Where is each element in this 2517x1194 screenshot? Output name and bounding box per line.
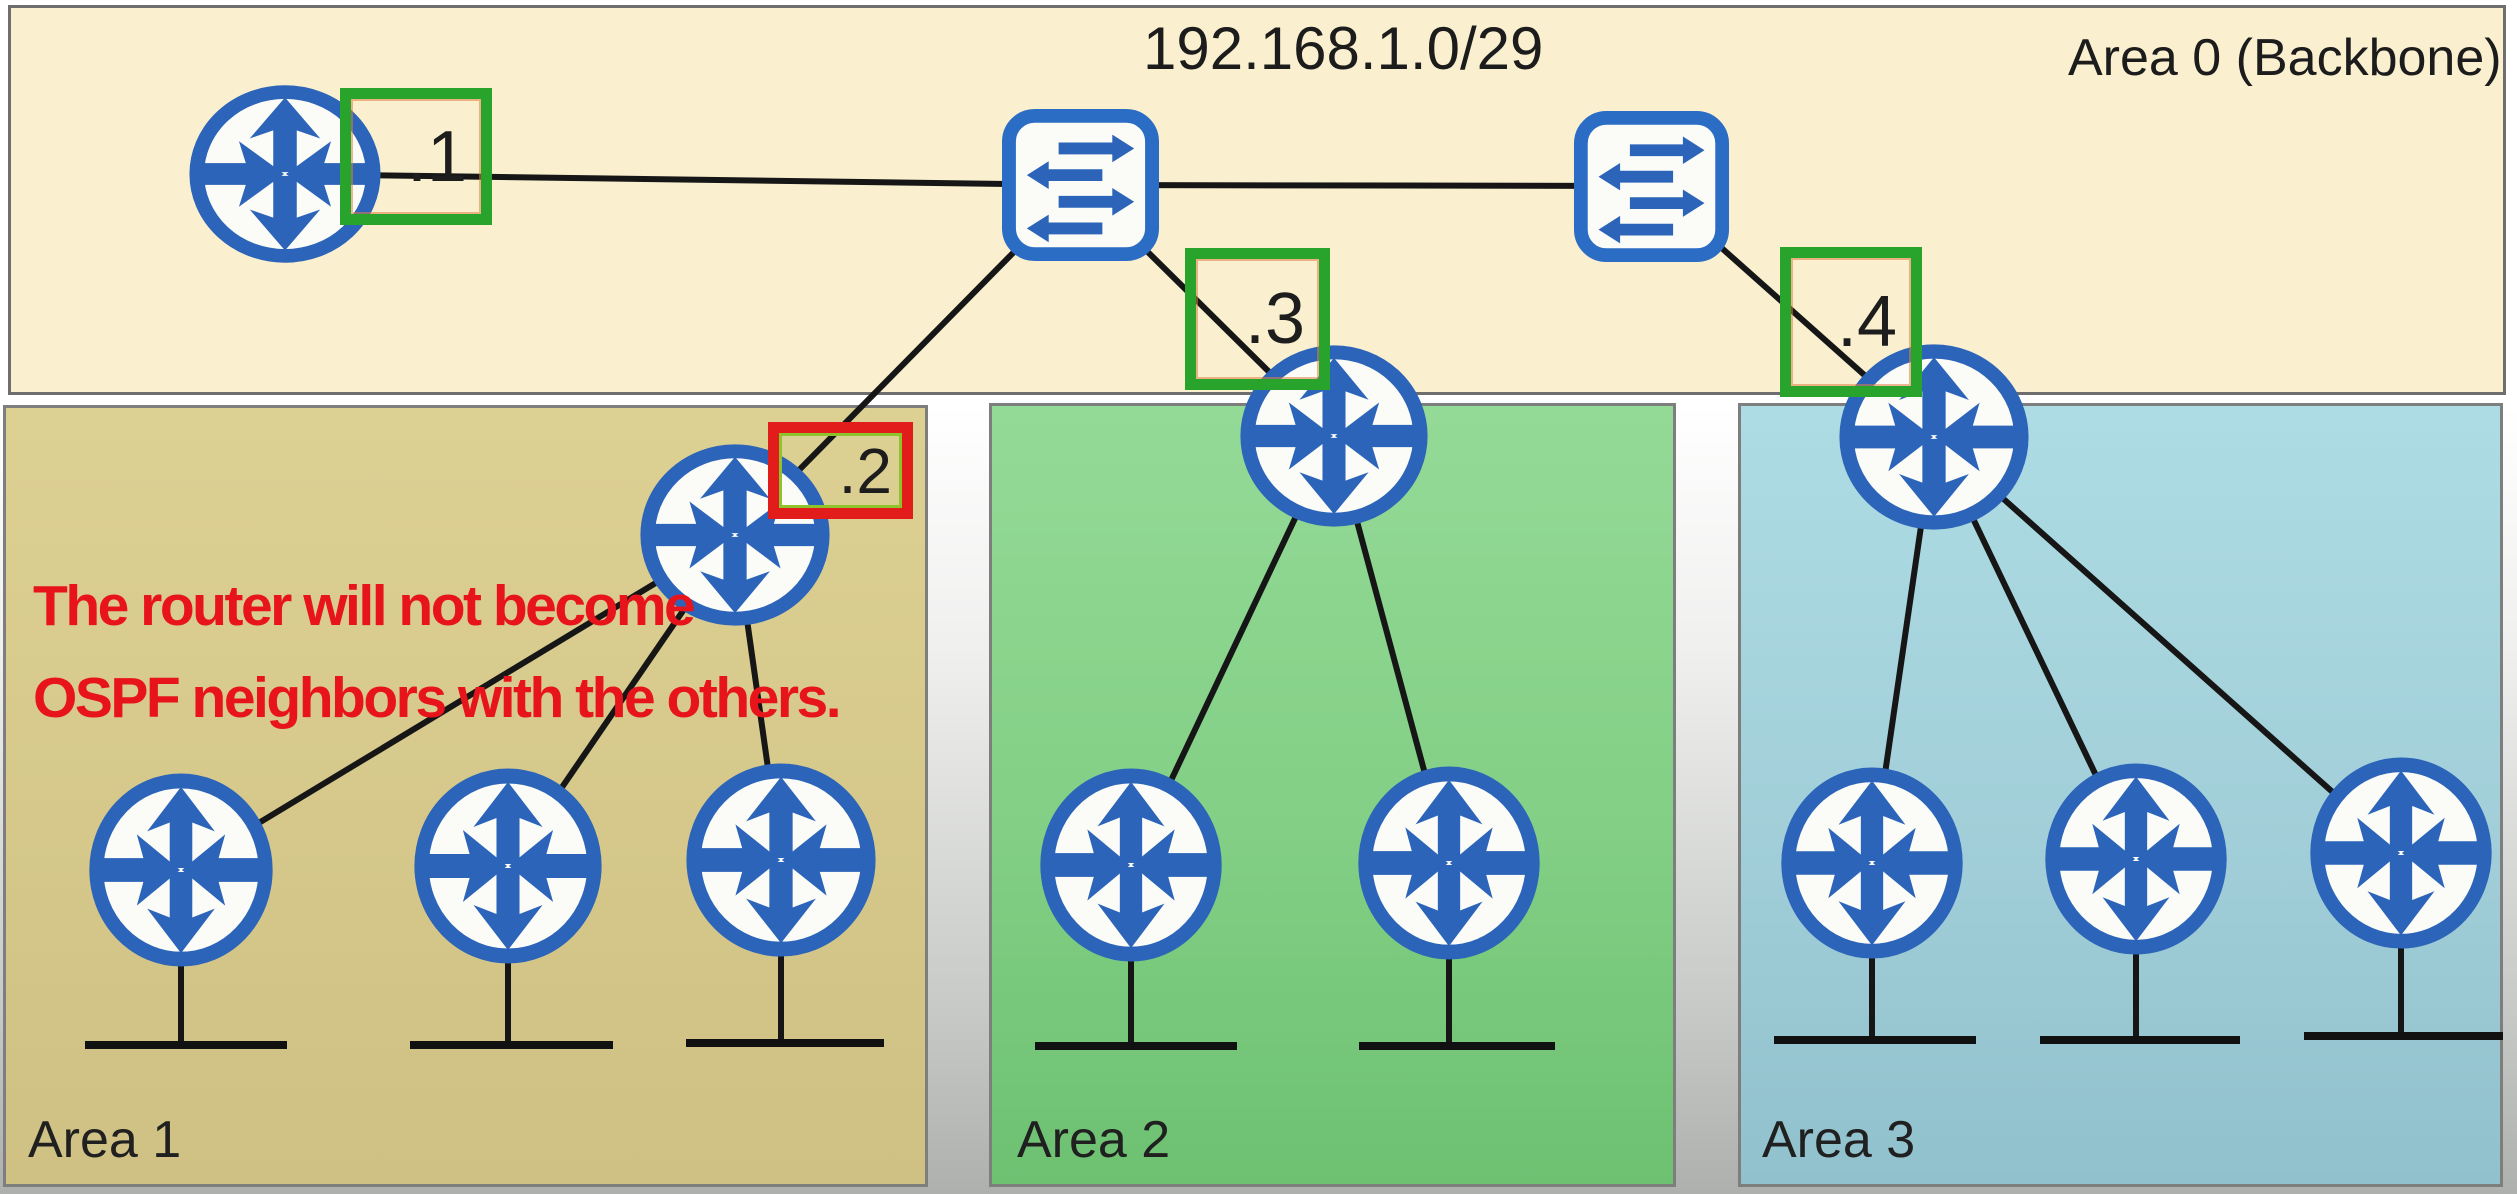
ip-label-dot1-box: .1 bbox=[340, 88, 492, 225]
annotation-text: The router will not become OSPF neighbor… bbox=[33, 560, 842, 744]
link-area3-abr-router3 bbox=[1932, 434, 2403, 856]
ip-label-dot1: .1 bbox=[406, 116, 467, 197]
link-r1-sw1 bbox=[284, 171, 1081, 188]
area1-router3-icon bbox=[684, 761, 878, 959]
ip-label-dot3: .3 bbox=[1244, 279, 1305, 359]
annotation-line2: OSPF neighbors with the others. bbox=[33, 666, 842, 730]
ip-label-dot3-box: .3 bbox=[1185, 248, 1330, 390]
area0-backbone-panel bbox=[8, 5, 2506, 395]
area1-router2-icon bbox=[412, 766, 604, 966]
area0-title: Area 0 (Backbone) bbox=[2068, 29, 2502, 87]
ip-label-dot4: .4 bbox=[1836, 282, 1897, 362]
switch2-icon bbox=[1573, 110, 1730, 263]
ip-label-dot2-box-highlighted: .2 bbox=[768, 422, 913, 519]
area2-title: Area 2 bbox=[1017, 1111, 1171, 1169]
area1-router1-icon bbox=[87, 771, 275, 969]
link-sw1-sw2 bbox=[1079, 182, 1653, 189]
area3-title: Area 3 bbox=[1762, 1111, 1916, 1169]
area2-router1-icon bbox=[1038, 766, 1224, 964]
area1-title: Area 1 bbox=[28, 1111, 182, 1169]
annotation-line1: The router will not become bbox=[33, 574, 696, 638]
area3-router1-icon bbox=[1779, 765, 1965, 961]
area3-router2-icon bbox=[2043, 761, 2229, 957]
backbone-subnet-label: 192.168.1.0/29 bbox=[1143, 15, 1544, 82]
ip-label-dot4-box: .4 bbox=[1780, 247, 1922, 397]
area3-router3-icon bbox=[2308, 755, 2494, 951]
area2-router2-icon bbox=[1356, 764, 1542, 962]
switch1-icon bbox=[1001, 108, 1160, 262]
link-area1-abr-router1 bbox=[179, 532, 737, 873]
ip-label-dot2: .2 bbox=[838, 434, 892, 507]
